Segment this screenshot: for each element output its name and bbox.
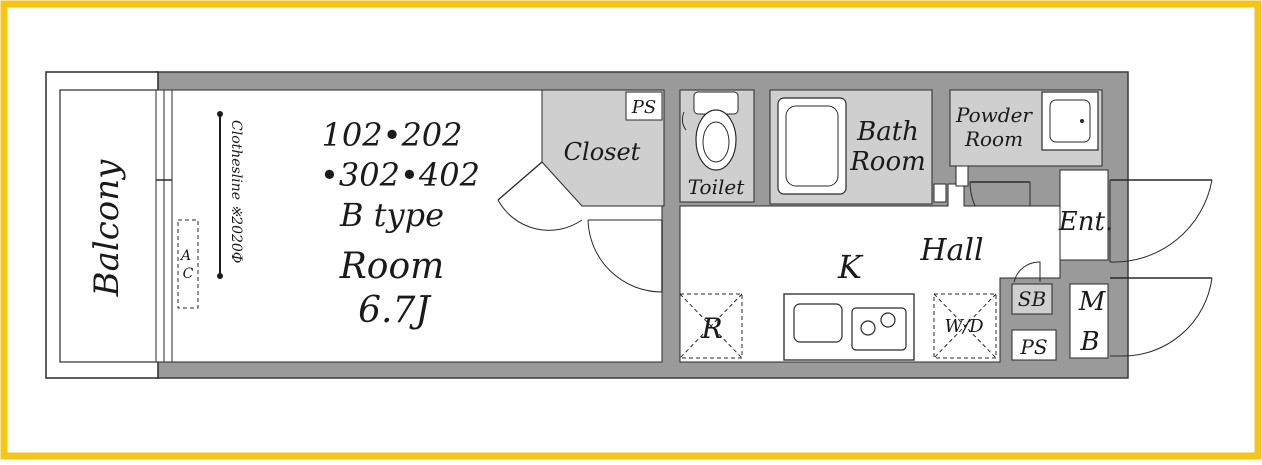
entrance [1059,169,1109,261]
bathtub [777,97,847,195]
fridge-space [679,293,743,359]
powder-label-line2: Room [964,127,1023,151]
closet-door [497,161,543,201]
fridge-label: R [700,312,722,345]
ent-label: Ent. [1058,207,1113,237]
toilet-bowl [695,109,737,171]
kitchen-label: K [837,248,864,286]
mb-label-b: B [1079,327,1099,357]
mb-label-m: M [1078,287,1107,317]
kitchen-counter [783,293,915,361]
unit-numbers-line2: •302•402 [320,156,480,194]
room-size: 6.7J [358,290,432,331]
washer-dryer-space [933,293,997,359]
bath-label-line2: Room [849,147,926,177]
ac-label-a: A [179,248,191,264]
balcony-label: Balcony [87,159,127,298]
toilet-label: Toilet [688,175,745,199]
meter-box [1069,283,1109,359]
unit-type: B type [339,196,444,234]
hall-label: Hall [919,233,983,268]
stove [851,307,907,351]
ps-bottom-label: PS [1019,335,1047,359]
balcony-inner [59,89,159,363]
bath-label-line1: Bath [856,117,919,147]
powder-label-line1: Powder [955,103,1033,127]
closet-label: Closet [564,138,641,166]
shoe-box [1011,283,1053,315]
ac-label-c: C [183,266,194,282]
room-label: Room [339,246,445,287]
sb-label: SB [1018,287,1046,311]
washer-label: W/D [945,316,985,337]
ps-bottom-box [1011,329,1057,361]
sink [793,303,843,343]
sb-door [1013,261,1041,283]
ac-unit [177,219,199,309]
ps-top-label: PS [631,97,656,118]
clothesline-label: Clothesline ※2020Ф [228,120,244,263]
unit-numbers-line1: 102•202 [321,116,462,154]
ps-top-box [625,91,663,121]
